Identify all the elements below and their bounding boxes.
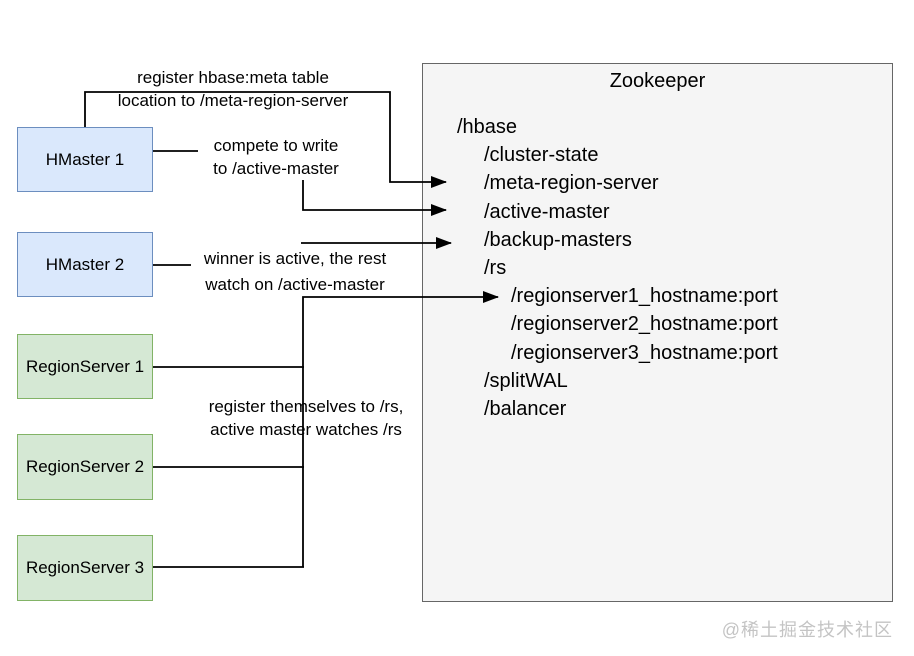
annotation-register-rs-line2: active master watches /rs xyxy=(210,420,402,439)
znode-hbase: /hbase xyxy=(457,116,518,138)
regionserver2-label: RegionServer 2 xyxy=(25,457,145,476)
annotation-register-meta: register hbase:meta table location to /m… xyxy=(88,66,378,112)
watermark: @稀土掘金技术社区 xyxy=(721,620,893,640)
annotation-register-meta-line2: location to /meta-region-server xyxy=(117,91,349,110)
hmaster2-label: HMaster 2 xyxy=(45,254,125,274)
znode-rs: /rs xyxy=(484,257,507,280)
connector-hmaster1-to-meta-region-server xyxy=(84,91,447,188)
regionserver3-box: RegionServer 3 xyxy=(17,535,153,601)
hmaster1-box: HMaster 1 xyxy=(17,127,153,192)
regionserver3-label: RegionServer 3 xyxy=(25,558,145,577)
znode-backup-masters: /backup-masters xyxy=(484,228,632,251)
hmaster2-box: HMaster 2 xyxy=(17,232,153,297)
regionserver1-label: RegionServer 1 xyxy=(25,356,145,376)
connector-compete-to-active-master xyxy=(302,180,447,216)
znode-cluster-state: /cluster-state xyxy=(484,144,599,167)
znode-regionserver2: /regionserver2_hostname:port xyxy=(511,313,778,336)
annotation-winner-line1: winner is active, the rest xyxy=(203,249,387,268)
znode-regionserver1: /regionserver1_hostname:port xyxy=(511,285,778,308)
znode-balancer: /balancer xyxy=(484,398,567,421)
annotation-compete: compete to write to /active-master xyxy=(195,134,357,180)
connector-trunk-to-rs-znode xyxy=(302,291,499,567)
regionserver1-box: RegionServer 1 xyxy=(17,334,153,399)
regionserver2-box: RegionServer 2 xyxy=(17,434,153,500)
annotation-compete-line2: to /active-master xyxy=(213,159,339,178)
hmaster1-label: HMaster 1 xyxy=(45,149,125,169)
zookeeper-panel: Zookeeper /hbase /cluster-state /meta-re… xyxy=(422,63,893,602)
annotation-winner: winner is active, the rest watch on /act… xyxy=(180,246,410,298)
annotation-compete-line1: compete to write xyxy=(213,136,339,155)
znode-active-master: /active-master xyxy=(484,200,610,223)
znode-tree: /hbase /cluster-state /meta-region-serve… xyxy=(423,113,892,423)
znode-splitwal: /splitWAL xyxy=(484,369,568,392)
annotation-register-meta-line1: register hbase:meta table xyxy=(137,68,329,87)
annotation-winner-line2: watch on /active-master xyxy=(205,275,385,294)
zookeeper-title: Zookeeper xyxy=(609,70,706,92)
annotation-register-rs-line1: register themselves to /rs, xyxy=(208,397,404,416)
znode-meta-region-server: /meta-region-server xyxy=(484,172,659,195)
znode-regionserver3: /regionserver3_hostname:port xyxy=(511,341,778,364)
annotation-register-rs: register themselves to /rs, active maste… xyxy=(190,395,422,441)
